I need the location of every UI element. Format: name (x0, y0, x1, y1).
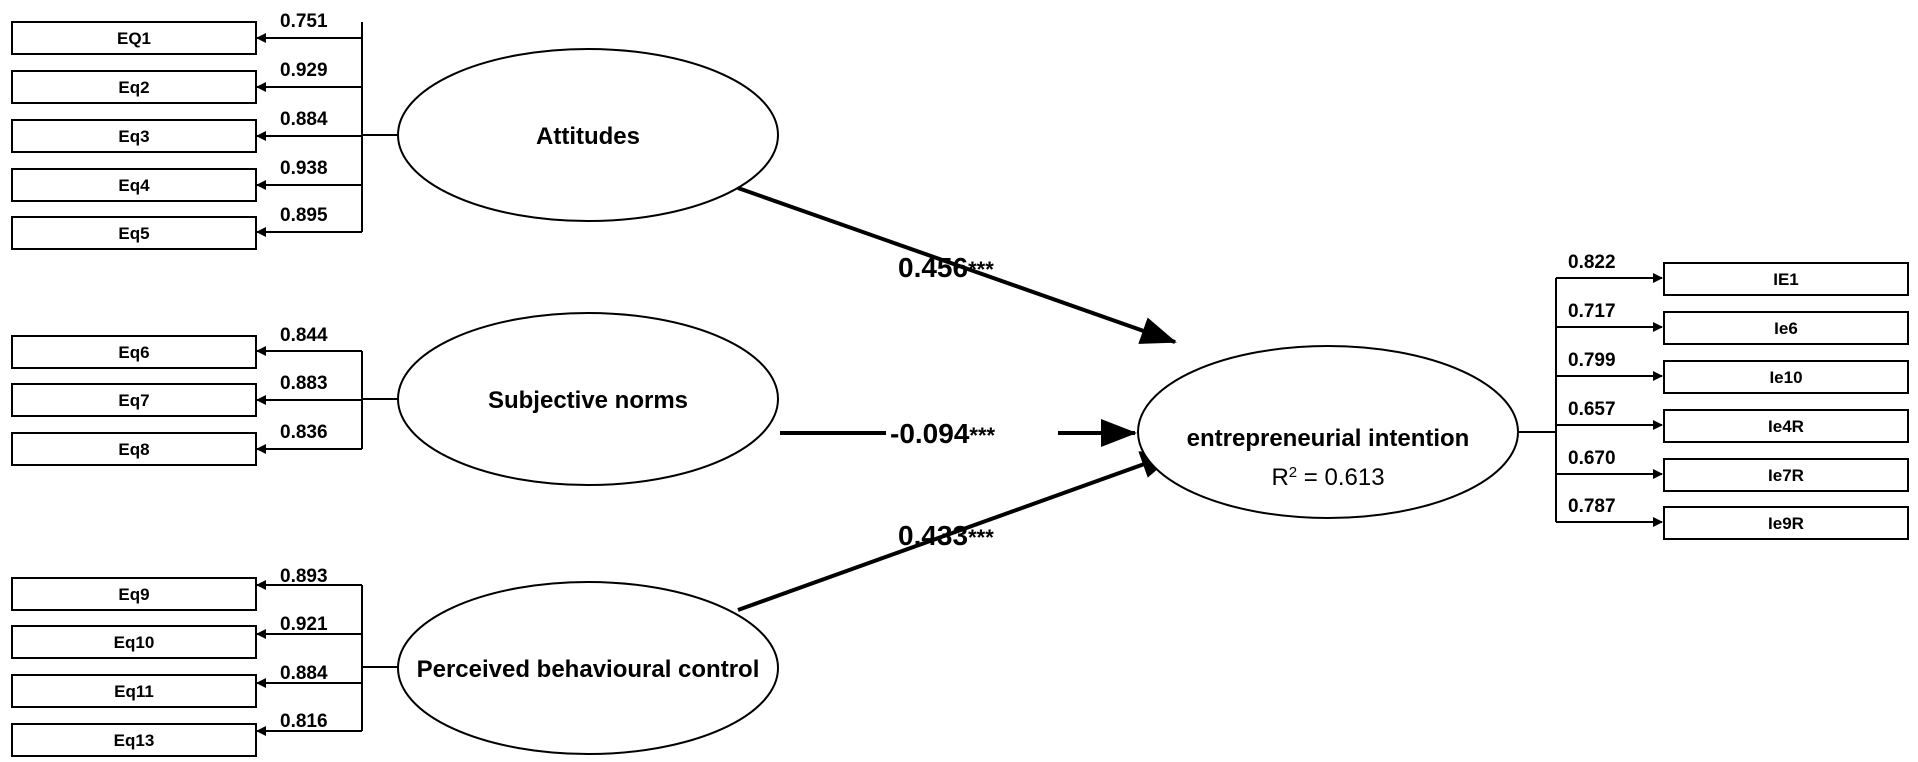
indicator-box (1663, 458, 1909, 492)
indicator-label: Ie10 (1769, 368, 1802, 387)
indicator-eq8: Eq8 0.836 (11, 422, 362, 466)
indicator-eq9: Eq9 0.893 (11, 566, 362, 611)
indicator-box (11, 674, 257, 708)
indicator-ie10: 0.799 Ie10 (1556, 350, 1909, 394)
indicator-box (1663, 262, 1909, 296)
path-coefficient-background (886, 415, 1058, 451)
indicator-eq3: Eq3 0.884 (11, 109, 362, 153)
indicator-ie6: 0.717 Ie6 (1556, 301, 1909, 345)
latent-subjective-norms (397, 312, 779, 486)
indicator-label: IE1 (1773, 270, 1799, 289)
indicator-label: Ie7R (1768, 466, 1804, 485)
loading-value: 0.799 (1568, 350, 1616, 371)
indicator-eq6: Eq6 0.844 (11, 325, 362, 369)
latent-pbc (397, 581, 779, 755)
loading-value: 0.670 (1568, 448, 1616, 469)
indicator-eq4: Eq4 0.938 (11, 158, 362, 202)
indicator-eq11: Eq11 0.884 (11, 663, 362, 708)
indicator-label: Eq7 (118, 391, 149, 410)
indicator-box (1663, 506, 1909, 540)
loading-value: 0.844 (280, 325, 328, 346)
path-pbc-to-intention (737, 451, 1177, 612)
loading-value: 0.883 (280, 373, 328, 394)
structural-paths: 0.456*** -0.094*** 0.433*** (737, 186, 1177, 612)
loading-value: 0.751 (280, 11, 328, 32)
indicator-box (11, 432, 257, 466)
latent-attitudes (397, 48, 779, 222)
indicator-label: Eq3 (118, 127, 149, 146)
loading-value: 0.717 (1568, 301, 1616, 322)
path-coefficient-norms: -0.094*** (890, 418, 996, 449)
loading-value: 0.895 (280, 205, 328, 226)
indicator-label: Eq10 (114, 633, 155, 652)
path-attitudes-to-intention (737, 186, 1177, 344)
indicator-box (11, 577, 257, 611)
indicator-label: Eq2 (118, 78, 149, 97)
indicator-box (1663, 409, 1909, 443)
loading-value: 0.938 (280, 158, 328, 179)
indicator-label: Eq8 (118, 440, 149, 459)
loading-value: 0.929 (280, 60, 328, 81)
intention-block: entrepreneurial intention R2 = 0.613 0.8… (1137, 252, 1909, 540)
loading-value: 0.787 (1568, 496, 1616, 517)
indicator-ie7r: 0.670 Ie7R (1556, 448, 1909, 492)
latent-pbc-label: Perceived behavioural control (417, 656, 760, 683)
loading-value: 0.921 (280, 614, 328, 635)
indicator-eq2: Eq2 0.929 (11, 60, 362, 104)
loading-value: 0.822 (1568, 252, 1616, 273)
indicator-box (11, 723, 257, 757)
indicator-label: EQ1 (117, 29, 151, 48)
loading-value: 0.884 (280, 663, 328, 684)
indicator-label: Ie4R (1768, 417, 1804, 436)
loading-value: 0.836 (280, 422, 328, 443)
indicator-box (11, 216, 257, 250)
indicator-box (1663, 311, 1909, 345)
indicator-label: Ie6 (1774, 319, 1798, 338)
indicator-label: Ie9R (1768, 514, 1804, 533)
pbc-block: Eq9 0.893 Eq10 0.921 Eq11 0.884 Eq13 0.8… (11, 566, 779, 757)
loading-value: 0.893 (280, 566, 328, 587)
indicator-box (11, 70, 257, 104)
indicator-label: Eq11 (114, 682, 154, 701)
indicator-box (11, 383, 257, 417)
latent-attitudes-label: Attitudes (536, 123, 640, 150)
indicator-eq7: Eq7 0.883 (11, 373, 362, 417)
indicator-eq5: Eq5 0.895 (11, 205, 362, 250)
indicator-box (11, 119, 257, 153)
loading-value: 0.657 (1568, 399, 1616, 420)
indicator-ie1: 0.822 IE1 (1556, 252, 1909, 296)
path-coefficient-pbc: 0.433*** (898, 520, 994, 551)
indicator-label: Eq13 (114, 731, 155, 750)
indicator-box (11, 625, 257, 659)
attitudes-block: EQ1 0.751 Eq2 0.929 Eq3 0.884 Eq4 0.938 … (11, 11, 779, 250)
indicator-ie4r: 0.657 Ie4R (1556, 399, 1909, 443)
loading-value: 0.884 (280, 109, 328, 130)
indicator-eq10: Eq10 0.921 (11, 614, 362, 659)
indicator-eq1: EQ1 0.751 (11, 11, 362, 55)
path-coefficient-attitudes: 0.456*** (898, 252, 994, 283)
indicator-box (11, 335, 257, 369)
loading-value: 0.816 (280, 711, 328, 732)
indicator-label: Eq5 (118, 224, 149, 243)
indicator-label: Eq6 (118, 343, 149, 362)
indicator-label: Eq9 (118, 585, 149, 604)
latent-intention-label: entrepreneurial intention (1187, 425, 1470, 452)
indicator-label: Eq4 (118, 176, 150, 195)
indicator-box (1663, 360, 1909, 394)
r-squared: R2 = 0.613 (1271, 464, 1384, 492)
latent-subjective-norms-label: Subjective norms (488, 387, 688, 414)
indicator-ie9r: 0.787 Ie9R (1556, 496, 1909, 540)
indicator-eq13: Eq13 0.816 (11, 711, 362, 757)
subjective-norms-block: Eq6 0.844 Eq7 0.883 Eq8 0.836 Subjective… (11, 312, 779, 486)
